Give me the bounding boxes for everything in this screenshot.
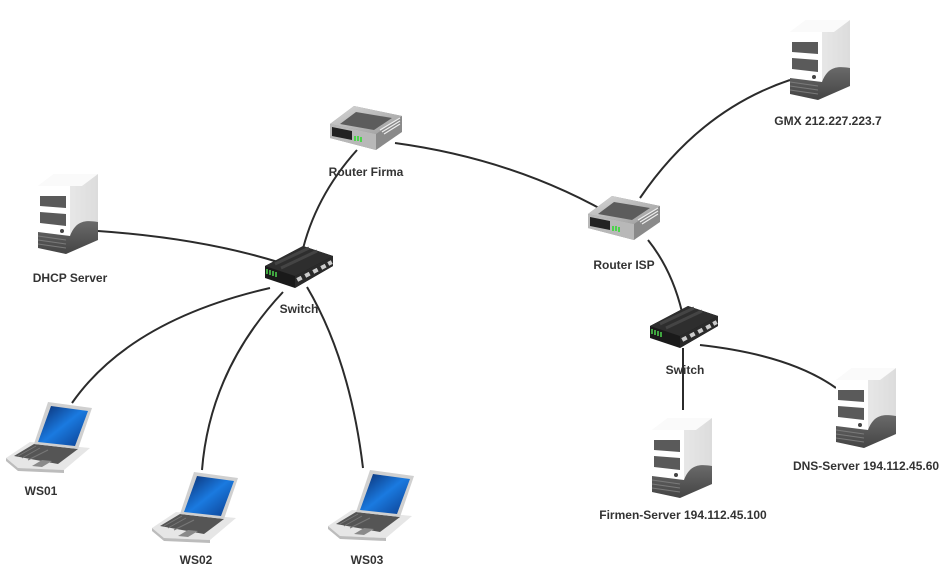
label-dns-server: DNS-Server 194.112.45.60 bbox=[792, 459, 940, 473]
label-ws02: WS02 bbox=[179, 553, 213, 567]
link-switch-right-dns-server bbox=[699, 344, 837, 389]
label-switch-right: Switch bbox=[665, 363, 705, 377]
label-ws03: WS03 bbox=[350, 553, 384, 567]
laptop-icon-ws01[interactable] bbox=[5, 401, 93, 474]
server-icon-dns[interactable] bbox=[835, 367, 897, 449]
link-dhcp-switch bbox=[97, 230, 279, 263]
server-icon-firmen[interactable] bbox=[651, 417, 713, 499]
link-router-isp-switch-right bbox=[647, 239, 683, 313]
label-switch-left: Switch bbox=[279, 302, 319, 316]
label-gmx: GMX 212.227.223.7 bbox=[774, 114, 882, 128]
laptop-icon-ws02[interactable] bbox=[151, 471, 239, 544]
link-switch-ws02 bbox=[201, 291, 284, 471]
link-router-isp-gmx bbox=[639, 79, 791, 199]
label-firmen-server: Firmen-Server 194.112.45.100 bbox=[599, 508, 767, 522]
server-icon-dhcp[interactable] bbox=[37, 173, 99, 255]
laptop-icon-ws03[interactable] bbox=[327, 469, 415, 542]
label-dhcp-server: DHCP Server bbox=[32, 271, 108, 285]
router-icon-firma[interactable] bbox=[329, 105, 403, 151]
router-icon-isp[interactable] bbox=[587, 195, 661, 241]
links bbox=[71, 79, 837, 471]
label-router-firma: Router Firma bbox=[328, 165, 404, 179]
link-router-firma-router-isp bbox=[394, 142, 621, 221]
switch-icon-left[interactable] bbox=[263, 244, 335, 290]
label-ws01: WS01 bbox=[24, 484, 58, 498]
link-switch-ws01 bbox=[71, 287, 271, 404]
label-router-isp: Router ISP bbox=[593, 258, 655, 272]
server-icon-gmx[interactable] bbox=[789, 19, 851, 101]
link-switch-ws03 bbox=[306, 286, 364, 469]
switch-icon-right[interactable] bbox=[648, 304, 720, 350]
